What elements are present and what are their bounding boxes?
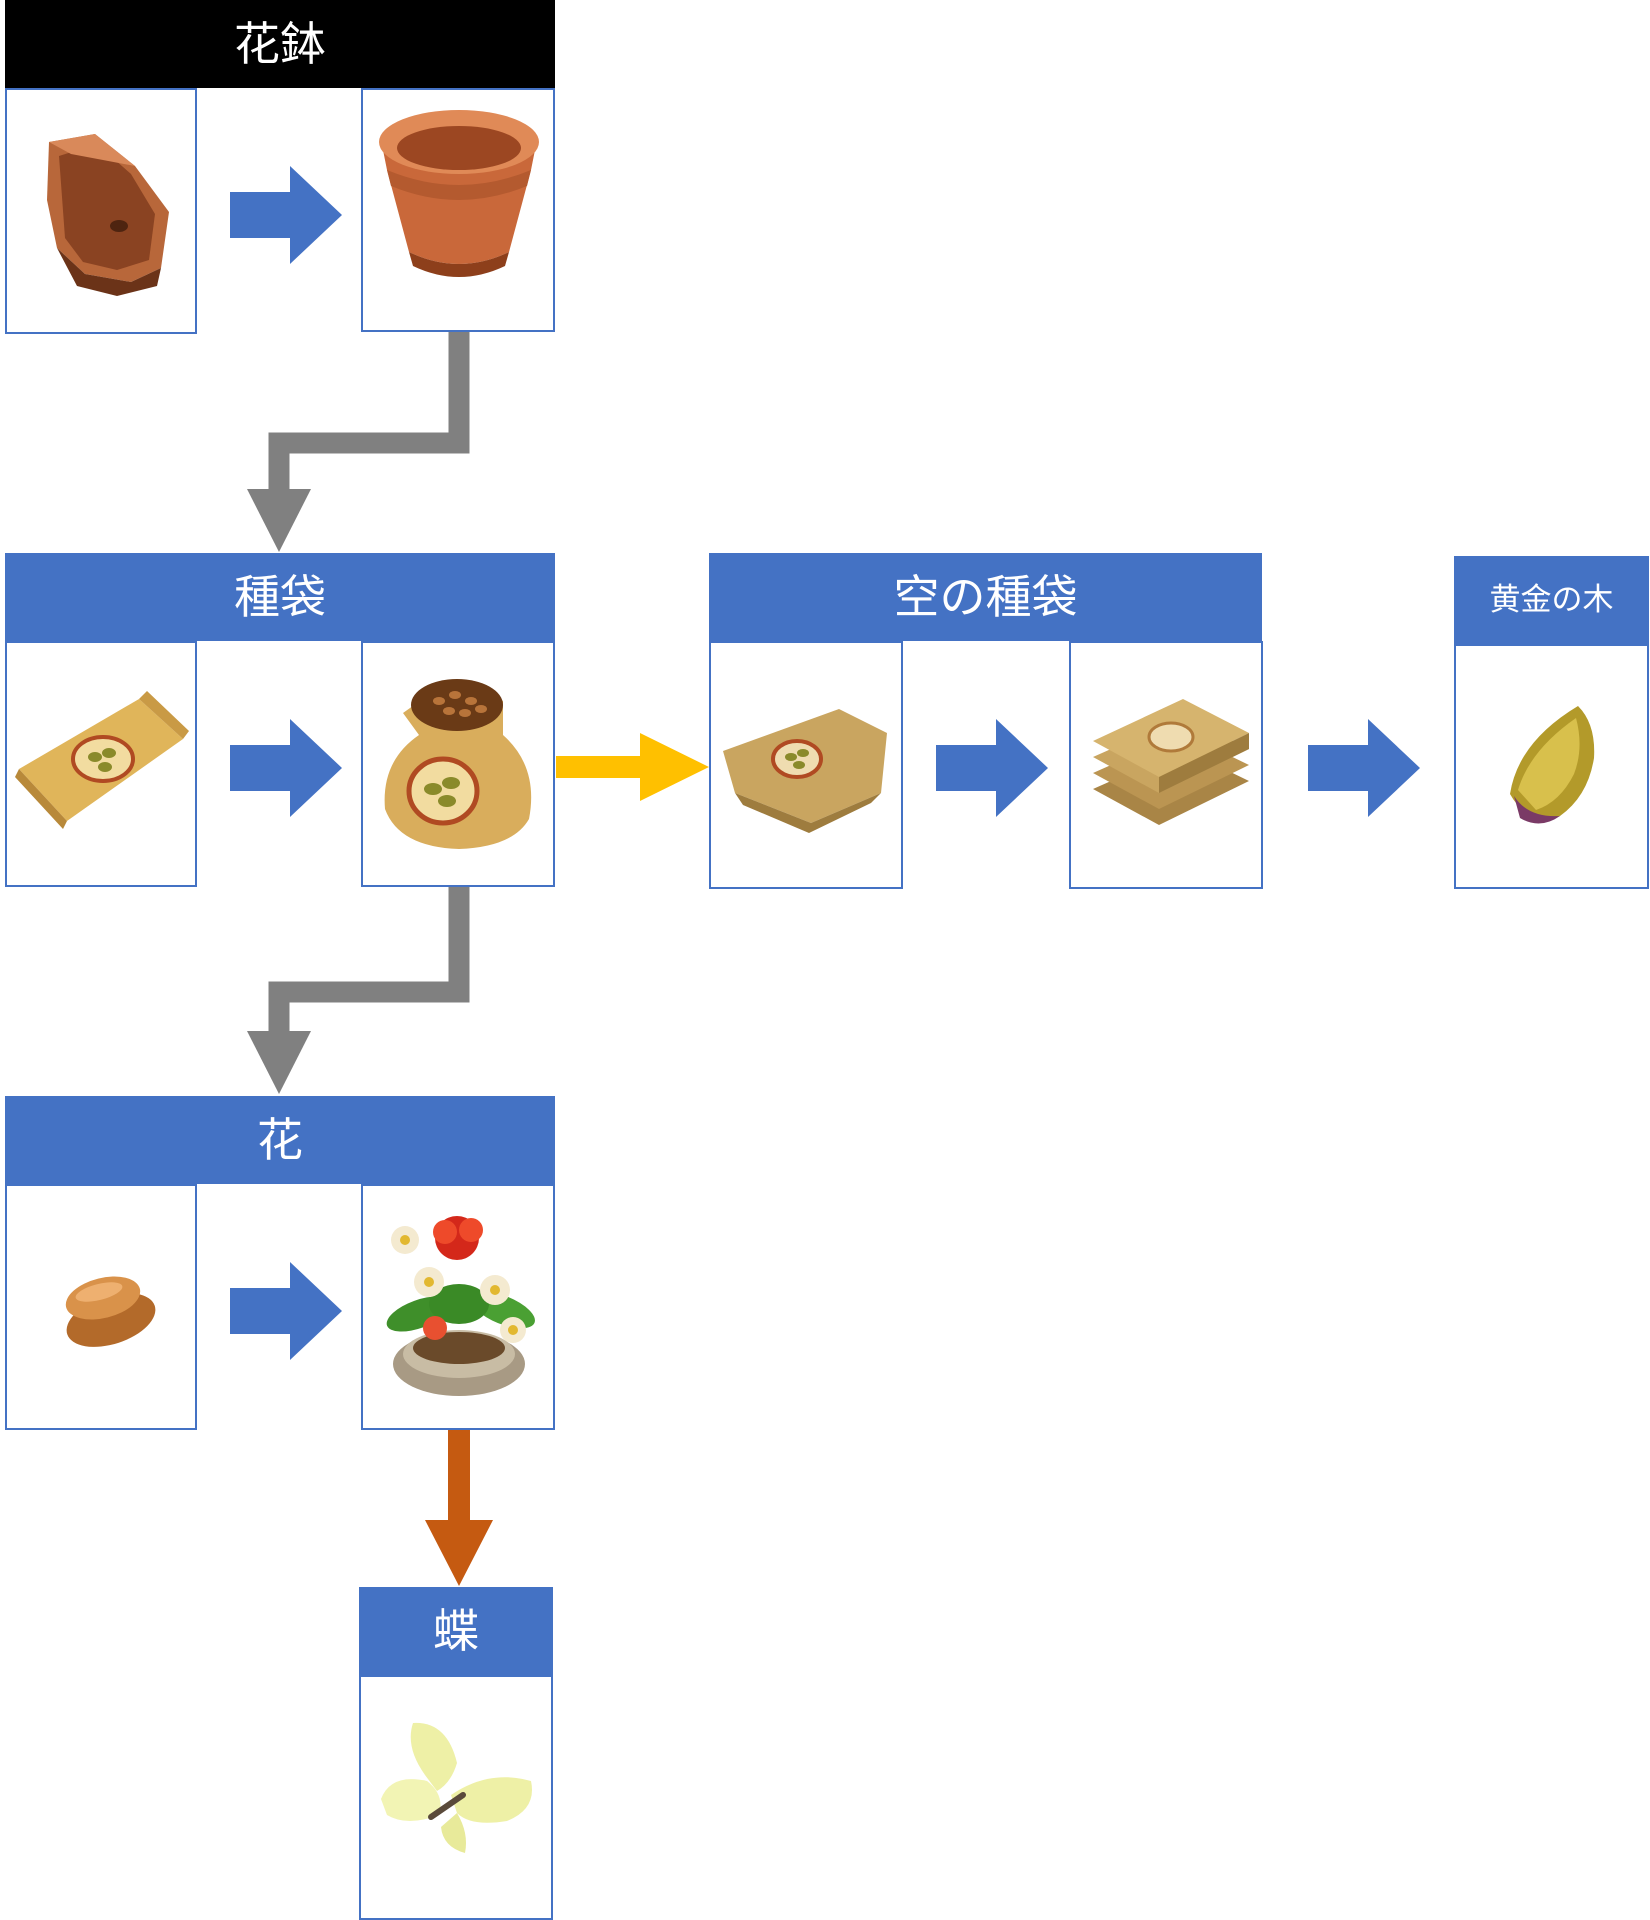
seed-packet-cell [5, 641, 197, 887]
seed-sack-cell [361, 641, 555, 887]
empty-bag-group-title: 空の種袋 [709, 553, 1262, 641]
flower-pot-cell [361, 88, 555, 332]
flower-planter-icon [386, 1216, 535, 1396]
flower-pot-icon [379, 110, 539, 277]
seeds-cell [5, 1184, 197, 1430]
flower-group-title-text: 花 [257, 1113, 303, 1167]
flower-group-title: 花 [5, 1096, 555, 1184]
yellow-connector [556, 756, 642, 778]
seed-packet-icon [15, 691, 189, 829]
arrow-right-icon [230, 166, 342, 264]
arrow-right-icon [936, 719, 1048, 817]
butterfly-group-title-text: 蝶 [433, 1604, 479, 1658]
arrow-down-icon [425, 1520, 493, 1586]
orange-connector [448, 1430, 470, 1522]
stacked-sacks-icon [1093, 699, 1249, 825]
flower-planter-cell [361, 1184, 555, 1430]
golden-tree-group-title: 黄金の木 [1454, 556, 1649, 644]
gray-connector [268, 887, 470, 1034]
arrow-down-icon [247, 489, 311, 552]
seeds-icon [65, 1276, 156, 1347]
seed-bag-group-title: 種袋 [5, 553, 555, 641]
arrow-right-icon [230, 1262, 342, 1360]
seed-sack-icon [384, 679, 532, 849]
arrow-right-icon [1308, 719, 1420, 817]
pot-group-title-text: 花鉢 [234, 17, 326, 71]
gray-connector [268, 332, 470, 492]
empty-sack-icon [723, 709, 887, 833]
stacked-sacks-cell [1069, 641, 1263, 889]
butterfly-icon [381, 1722, 532, 1853]
pot-group-title: 花鉢 [5, 0, 555, 88]
golden-seed-icon [1510, 706, 1595, 824]
butterfly-group-title: 蝶 [359, 1587, 553, 1675]
golden-seed-cell [1454, 644, 1649, 889]
arrow-right-icon [230, 719, 342, 817]
seed-bag-group-title-text: 種袋 [234, 570, 326, 624]
butterfly-cell [359, 1675, 553, 1920]
empty-bag-group-title-text: 空の種袋 [893, 570, 1078, 624]
pot-shard-cell [5, 88, 197, 334]
pot-shard-icon [47, 134, 169, 296]
golden-tree-group-title-text: 黄金の木 [1489, 581, 1614, 618]
empty-sack-cell [709, 641, 903, 889]
arrow-right-icon [640, 733, 709, 801]
arrow-down-icon [247, 1031, 311, 1094]
